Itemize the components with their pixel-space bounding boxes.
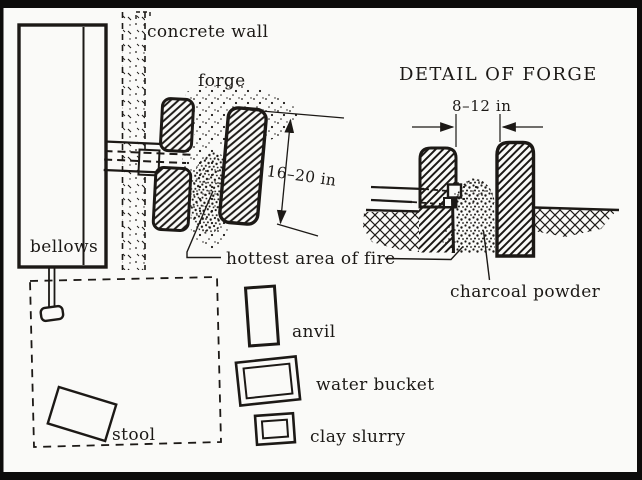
forge-right-block [218,106,268,226]
water-bucket-label: water bucket [316,375,434,395]
bellows-body [17,23,108,269]
concrete-wall [121,11,151,270]
forge-detail-view: 8–12 in DETAIL OF FORGE charcoal powder [363,64,620,302]
bellows-label: bellows [30,237,98,257]
water-bucket [234,355,302,407]
pit-width-dim-label: 8–12 in [452,97,512,115]
ground-right [534,209,616,237]
concrete-wall-label: concrete wall [147,22,268,42]
bellows-handle [48,267,56,307]
forge-label: forge [198,71,246,91]
hottest-area-label: hottest area of fire [226,249,396,269]
clay-slurry [253,411,297,447]
work-area-outline [29,276,222,448]
clay-slurry-label: clay slurry [310,427,405,447]
detail-tuyere-pipe [370,185,450,206]
stool [46,385,118,443]
ground-left [363,212,424,252]
detail-right-block [495,140,536,258]
anvil [243,284,281,348]
charcoal-pile [456,179,495,253]
dimension-pit-width: 8–12 in [412,97,543,147]
forge-blocks [151,97,268,232]
charcoal-powder-label: charcoal powder [450,282,601,302]
detail-title: DETAIL OF FORGE [399,64,598,85]
forge-left-block-lower [151,166,193,232]
stool-label: stool [112,425,155,445]
bellows [17,23,108,323]
tuyere-pipe [103,140,191,177]
charcoal-leader [482,230,491,281]
bellows-handle-knob [39,304,65,323]
forge-left-block-upper [159,97,195,153]
anvil-label: anvil [292,322,336,342]
